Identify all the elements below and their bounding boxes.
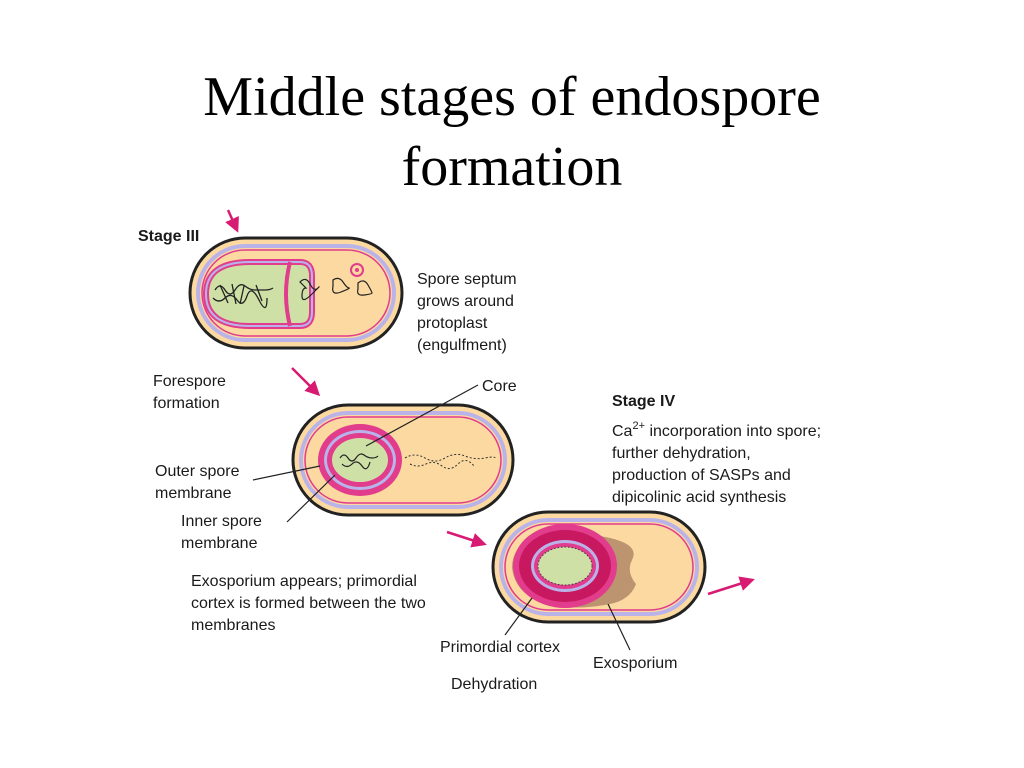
stage4-desc-line1-rest: incorporation into spore; [645, 423, 821, 440]
outer-membrane-leader [252, 465, 321, 481]
stage4-heading: Stage IV [612, 393, 675, 410]
primordial-cortex-leader [504, 597, 533, 636]
progress-arrows [225, 209, 755, 596]
forespore-formation-label: Forespore formation [153, 373, 226, 412]
forespore-label-line: Forespore [153, 373, 226, 390]
stage3-desc-line: protoplast [417, 315, 488, 332]
forespore-core [332, 438, 388, 482]
core-leader [365, 384, 479, 447]
leader-lines [252, 384, 631, 651]
outer-spore-membrane-label: Outer spore membrane [155, 463, 240, 502]
stage4-desc-line: dipicolinic acid synthesis [612, 489, 786, 506]
stage3-to-forespore-arrow [291, 367, 321, 397]
stage4-desc-line1: Ca2+ incorporation into spore; [612, 420, 821, 440]
stage4-description: Ca2+ incorporation into spore; further d… [612, 420, 821, 506]
stage3-circle-marker [350, 263, 364, 277]
stage4-desc-line: production of SASPs and [612, 467, 791, 484]
calcium-charge: 2+ [632, 420, 645, 432]
title-line-1: Middle stages of endospore [203, 66, 821, 128]
exosporium-note-line: membranes [191, 617, 275, 634]
inner-membrane-label-line: membrane [181, 535, 258, 552]
forespore-dna [339, 453, 379, 470]
stage3-chromosome-dna [212, 283, 274, 309]
forespore-to-stage4-arrow [446, 530, 487, 548]
stage4-exit-arrow [707, 576, 755, 596]
exosporium-label: Exosporium [593, 655, 677, 672]
primordial-cortex-label: Primordial cortex [440, 639, 560, 656]
exosporium-leader [607, 603, 631, 651]
mother-cell-dna-dotted [404, 453, 496, 470]
stage3-mother-cell-dna [299, 277, 373, 301]
stage4-core [537, 546, 593, 586]
stage3-desc-line: grows around [417, 293, 514, 310]
inner-membrane-label-line: Inner spore [181, 513, 262, 530]
stage3-desc-line: (engulfment) [417, 337, 507, 354]
calcium-symbol: Ca [612, 423, 633, 440]
exosporium-note-line: cortex is formed between the two [191, 595, 426, 612]
stage3-heading: Stage III [138, 228, 199, 245]
title-line-2: formation [401, 136, 623, 198]
inner-spore-membrane-label: Inner spore membrane [181, 513, 262, 552]
inner-membrane-leader [286, 474, 336, 523]
forespore-label-line: formation [153, 395, 220, 412]
exosporium-note: Exosporium appears; primordial cortex is… [191, 573, 426, 634]
stage4-desc-line: further dehydration, [612, 445, 751, 462]
core-label: Core [482, 378, 517, 395]
forespore-cell [291, 403, 515, 517]
exosporium-note-line: Exosporium appears; primordial [191, 573, 417, 590]
dehydration-label: Dehydration [451, 676, 537, 693]
outer-membrane-label-line: membrane [155, 485, 232, 502]
slide-title: Middle stages of endospore formation [0, 62, 1024, 202]
stage4-cell [491, 510, 707, 624]
stage3-entry-arrow [225, 209, 239, 233]
outer-membrane-label-line: Outer spore [155, 463, 240, 480]
stage3-description: Spore septum grows around protoplast (en… [417, 271, 517, 354]
stage3-desc-line: Spore septum [417, 271, 517, 288]
